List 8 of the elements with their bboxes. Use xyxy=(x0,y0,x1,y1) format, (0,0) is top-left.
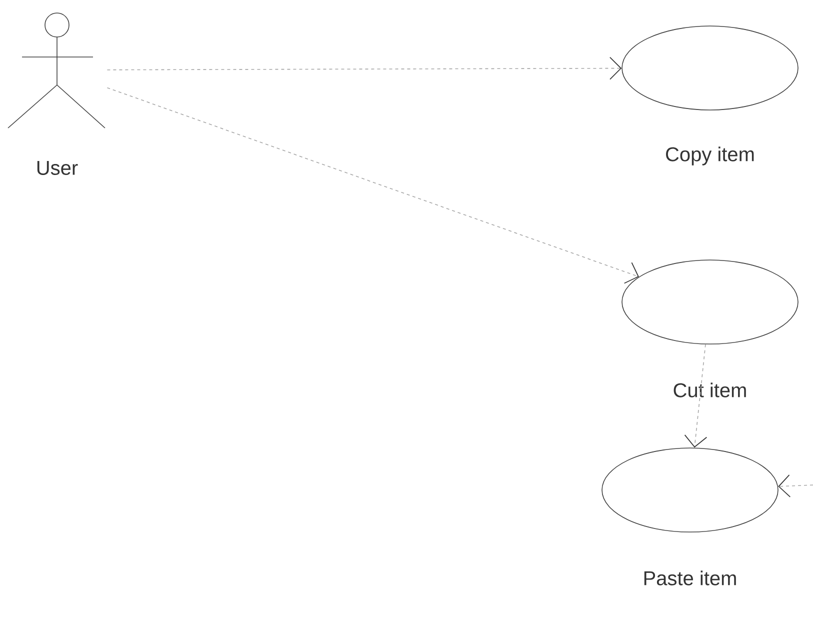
use-case-label: Copy item xyxy=(666,146,754,166)
arrow xyxy=(106,87,639,284)
actor-label: User xyxy=(37,161,78,175)
arrow xyxy=(106,56,622,80)
arrow xyxy=(684,344,708,448)
arrow xyxy=(778,474,813,498)
use-case-label: Paste item xyxy=(644,570,736,586)
use-case-label: Cut item xyxy=(674,382,746,398)
